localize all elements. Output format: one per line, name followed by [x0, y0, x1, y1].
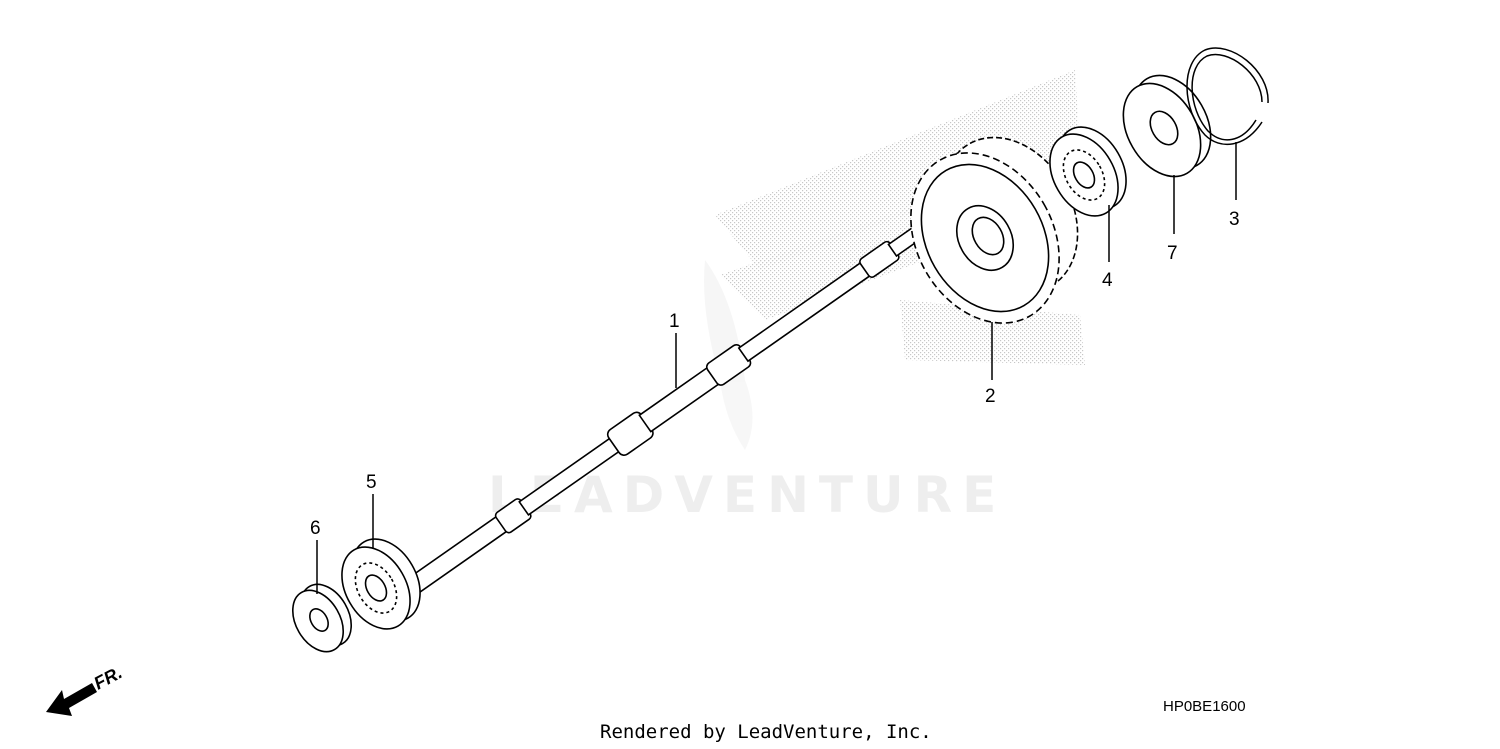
callout-3: 3: [1229, 209, 1240, 230]
callout-1: 1: [669, 311, 680, 332]
oil-seal-part-6: [291, 583, 353, 653]
front-direction-arrow-icon: [46, 683, 97, 716]
callout-2: 2: [985, 386, 996, 407]
diagram-code: HP0BE1600: [1163, 698, 1246, 715]
credit-text: Rendered by LeadVenture, Inc.: [600, 721, 932, 743]
oil-seal-part-7: [1122, 74, 1212, 178]
callout-7: 7: [1167, 243, 1178, 264]
callout-4: 4: [1102, 270, 1113, 291]
callout-5: 5: [366, 472, 377, 493]
snap-ring-part-3: [1186, 47, 1269, 146]
direction-label: FR.: [90, 662, 125, 693]
bearing-part-4: [1049, 126, 1127, 217]
mainshaft-part: [372, 211, 944, 618]
bearing-part-5: [341, 538, 421, 630]
callout-6: 6: [310, 518, 321, 539]
leader-lines: [316, 142, 1237, 594]
gear-part: [910, 136, 1079, 324]
